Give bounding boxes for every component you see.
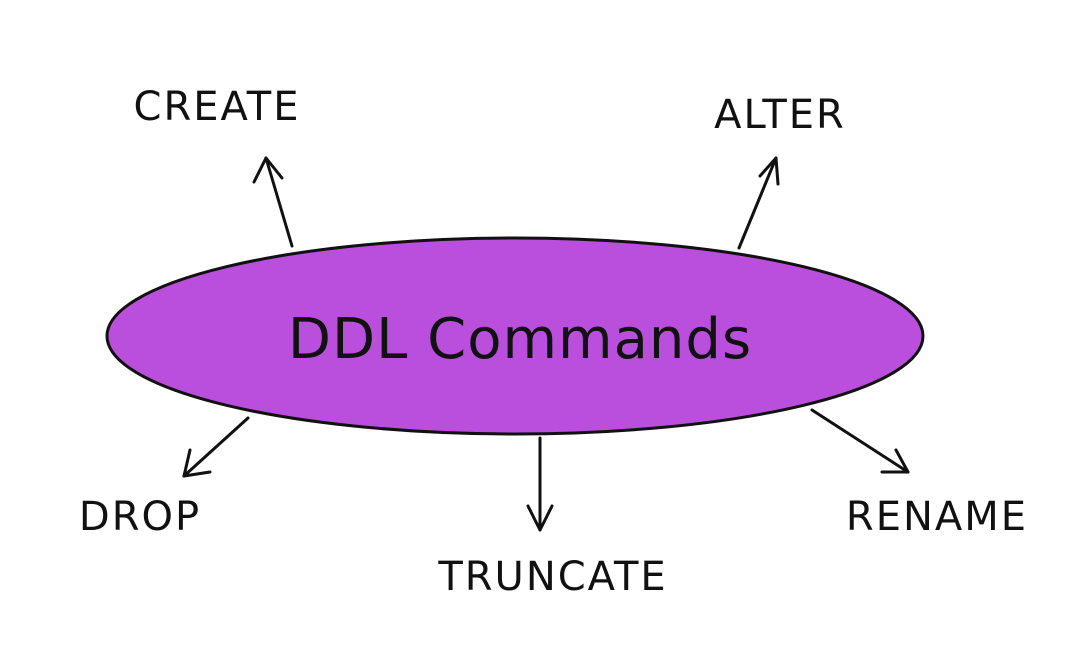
node-label-truncate: TRUNCATE — [437, 554, 667, 600]
node-label-drop: DROP — [79, 494, 201, 540]
arrow-to-drop — [182, 416, 250, 478]
hub-ellipse — [105, 236, 925, 436]
node-label-create: CREATE — [134, 84, 301, 130]
hub-label: DDL Commands — [288, 307, 752, 372]
arrow-to-truncate — [526, 436, 554, 532]
arrow-to-alter — [737, 156, 780, 250]
arrow-to-create — [252, 156, 294, 248]
arrow-to-rename — [810, 408, 910, 474]
node-label-rename: RENAME — [846, 494, 1028, 540]
node-label-alter: ALTER — [714, 92, 846, 138]
